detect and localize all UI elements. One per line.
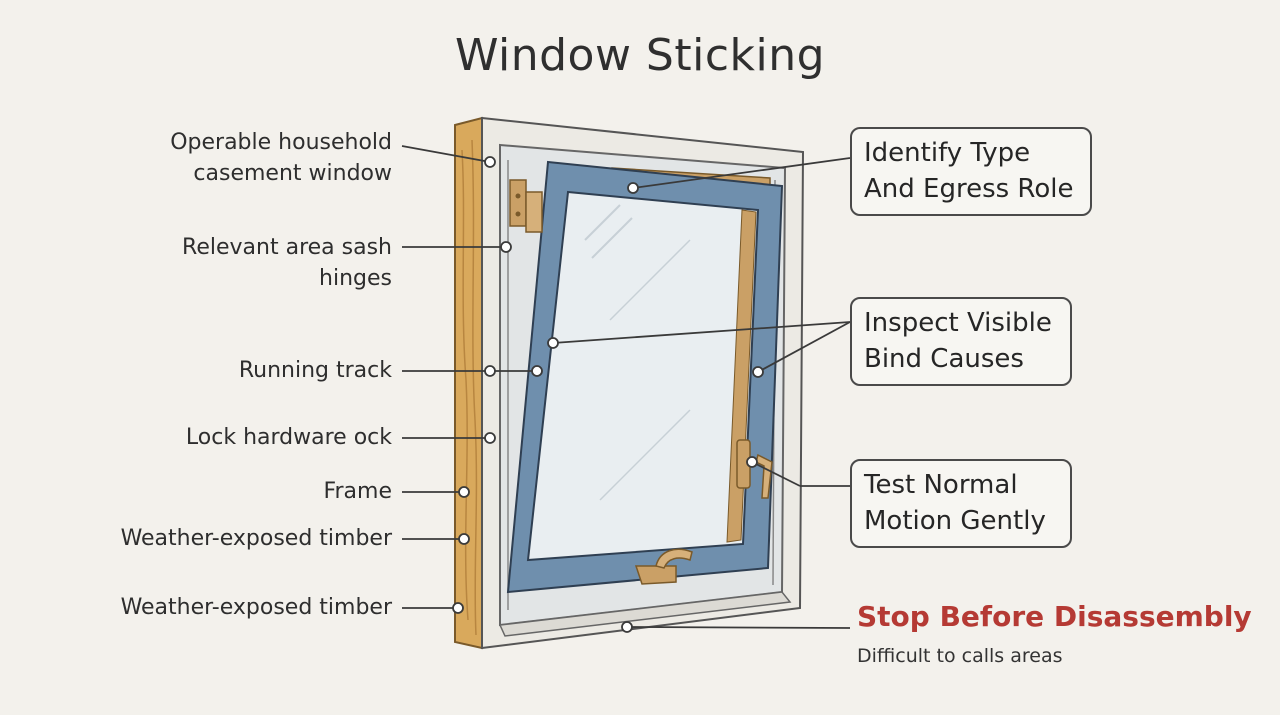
crank-operator bbox=[634, 548, 693, 585]
step-identify-type: Identify Type And Egress Role bbox=[850, 127, 1092, 216]
label-line: casement window bbox=[193, 161, 392, 186]
label-line: Running track bbox=[238, 358, 392, 383]
step-line: Test Normal bbox=[864, 470, 1018, 500]
warning-subtitle: Difficult to calls areas bbox=[857, 645, 1063, 667]
hinge-hardware bbox=[509, 179, 543, 233]
label-casement-window: Operable household casement window bbox=[170, 127, 392, 189]
label-weather-timber-2: Weather-exposed timber bbox=[121, 592, 392, 623]
step-line: Motion Gently bbox=[864, 506, 1046, 536]
label-weather-timber-1: Weather-exposed timber bbox=[121, 523, 392, 554]
sash-glass bbox=[526, 190, 760, 562]
step-inspect-bind: Inspect Visible Bind Causes bbox=[850, 297, 1072, 386]
timber-grain bbox=[461, 139, 478, 636]
warning-title: Stop Before Disassembly bbox=[857, 600, 1252, 633]
left-leaders bbox=[401, 145, 851, 629]
label-line: Lock hardware ock bbox=[185, 425, 392, 450]
timber-jamb bbox=[454, 116, 483, 650]
label-sash-hinges: Relevant area sash hinges bbox=[182, 232, 392, 294]
step-line: And Egress Role bbox=[864, 174, 1074, 204]
step-line: Bind Causes bbox=[864, 344, 1024, 374]
page-title: Window Sticking bbox=[454, 30, 826, 81]
step-line: Inspect Visible bbox=[864, 308, 1052, 338]
label-line: hinges bbox=[319, 266, 392, 291]
sill bbox=[498, 591, 792, 637]
label-line: Weather-exposed timber bbox=[120, 595, 392, 620]
label-line: Frame bbox=[323, 479, 392, 504]
step-line: Identify Type bbox=[864, 138, 1031, 168]
label-frame: Frame bbox=[323, 476, 392, 507]
sash-weatherstrip bbox=[726, 209, 757, 543]
lock-handle bbox=[736, 439, 773, 499]
label-line: Weather-exposed timber bbox=[120, 526, 392, 551]
leader-dots bbox=[452, 156, 764, 633]
step-test-motion: Test Normal Motion Gently bbox=[850, 459, 1072, 548]
label-running-track: Running track bbox=[239, 355, 392, 386]
label-line: Operable household bbox=[170, 130, 392, 155]
label-lock-hardware: Lock hardware ock bbox=[186, 422, 392, 453]
label-line: Relevant area sash bbox=[182, 235, 392, 260]
